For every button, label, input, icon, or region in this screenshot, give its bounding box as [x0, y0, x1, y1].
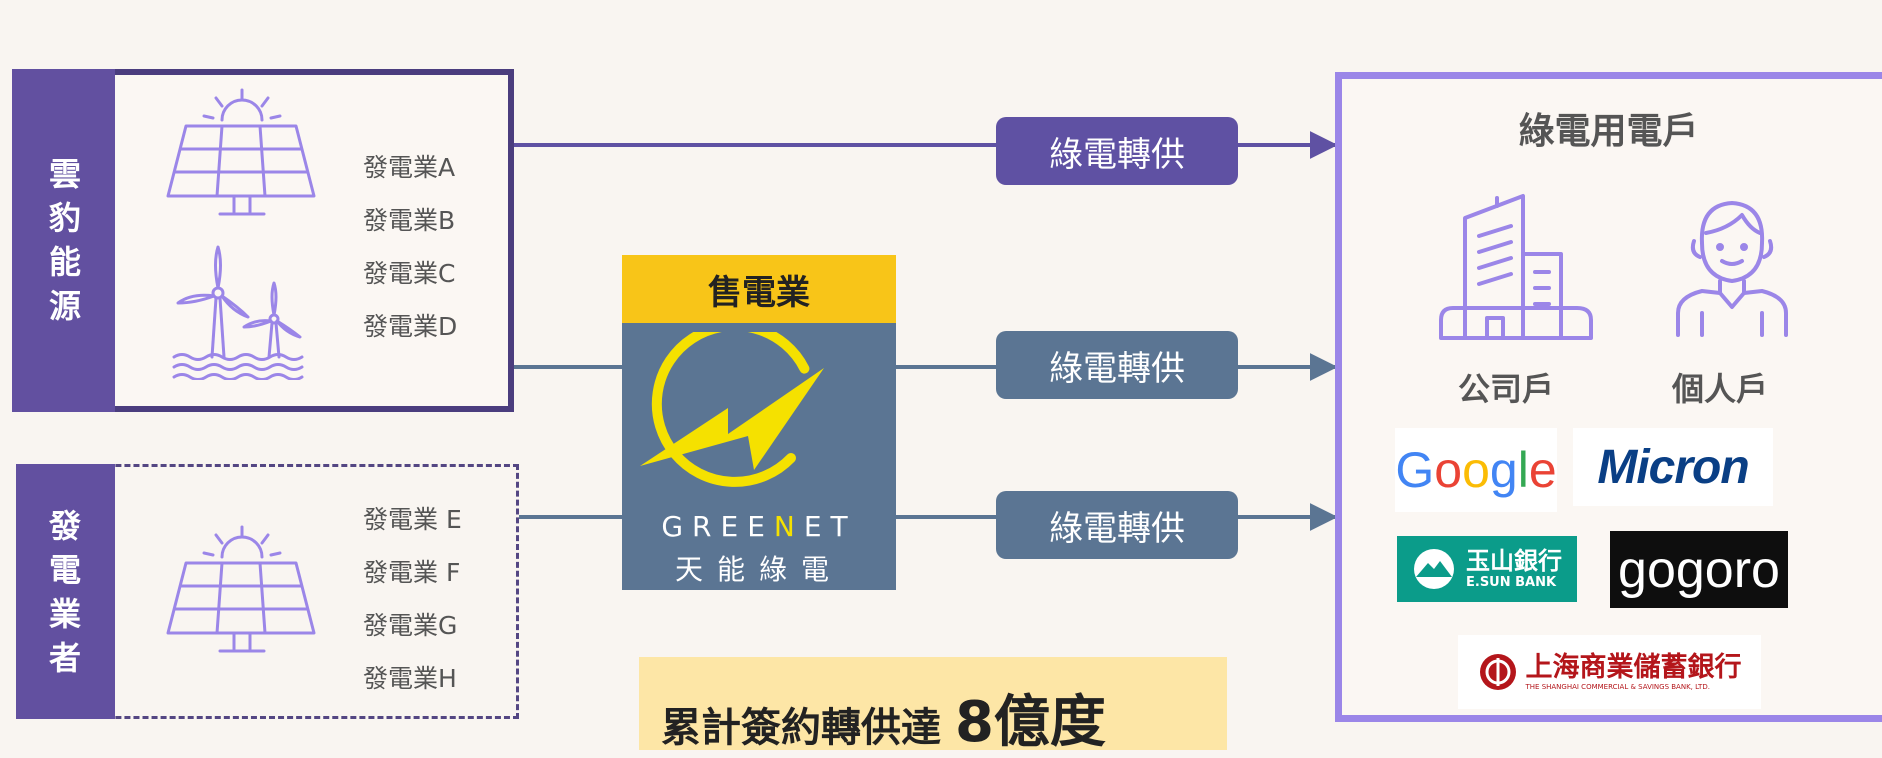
office-building-icon	[1439, 194, 1593, 340]
google-letter: e	[1528, 442, 1557, 498]
esun-name-zh: 玉山銀行	[1466, 547, 1562, 575]
google-wordmark: Google	[1395, 441, 1556, 499]
brand-chinese: 天能綠電	[674, 553, 843, 586]
google-letter: G	[1395, 442, 1435, 498]
google-letter: g	[1489, 442, 1518, 498]
solar-panel-icon	[166, 525, 316, 653]
greenet-logo-icon	[640, 332, 824, 487]
gogoro-logo: gogoro	[1610, 531, 1788, 608]
group-yunbao-tab	[12, 69, 115, 412]
scsb-name-en: THE SHANGHAI COMMERCIAL & SAVINGS BANK, …	[1525, 682, 1710, 691]
company-label: 公司戶	[1458, 370, 1555, 408]
generator-f: 發電業 F	[363, 558, 461, 587]
group-yunbao-label: 雲豹能源	[48, 155, 81, 325]
personal-label: 個人戶	[1672, 370, 1769, 408]
solar-panel-icon	[166, 88, 316, 216]
generator-c: 發電業C	[363, 259, 456, 288]
google-letter: o	[1434, 442, 1463, 498]
consumers-title: 綠電用電戶	[1518, 111, 1699, 152]
person-icon	[1676, 201, 1788, 337]
mountain-icon	[1414, 549, 1454, 589]
group-generators-label: 發電業者	[48, 507, 81, 677]
scsb-logo: 上海商業儲蓄銀行 THE SHANGHAI COMMERCIAL & SAVIN…	[1458, 635, 1761, 709]
esun-name-en: E.SUN BANK	[1466, 575, 1557, 590]
transfer-badge-bottom: 綠電轉供	[996, 491, 1238, 559]
generator-e: 發電業 E	[363, 505, 462, 534]
google-letter: o	[1462, 442, 1490, 498]
scsb-emblem-icon	[1479, 654, 1516, 690]
summary-banner: 累計簽約轉供達 8億度	[639, 657, 1227, 755]
transfer-badge-top: 綠電轉供	[996, 117, 1238, 185]
generator-g: 發電業G	[363, 611, 458, 640]
google-logo: Google	[1395, 428, 1557, 512]
micron-logo: Micron	[1573, 428, 1773, 506]
seller-title: 售電業	[622, 255, 896, 323]
brand-english: GREENET	[661, 510, 857, 543]
generator-d: 發電業D	[363, 312, 458, 341]
google-letter: l	[1517, 442, 1529, 498]
generator-b: 發電業B	[363, 206, 456, 235]
scsb-name-zh: 上海商業儲蓄銀行	[1525, 651, 1742, 683]
consumers-box	[1335, 72, 1882, 722]
summary-amount: 8億度	[954, 690, 1106, 755]
group-generators-tab	[16, 464, 115, 719]
generator-a: 發電業A	[363, 153, 456, 182]
wind-turbine-icon	[172, 245, 304, 380]
transfer-badge-middle: 綠電轉供	[996, 331, 1238, 399]
esun-bank-logo: 玉山銀行 E.SUN BANK	[1397, 536, 1577, 602]
summary-text: 累計簽約轉供達 8億度	[661, 690, 1106, 755]
generator-h: 發電業H	[363, 664, 457, 693]
